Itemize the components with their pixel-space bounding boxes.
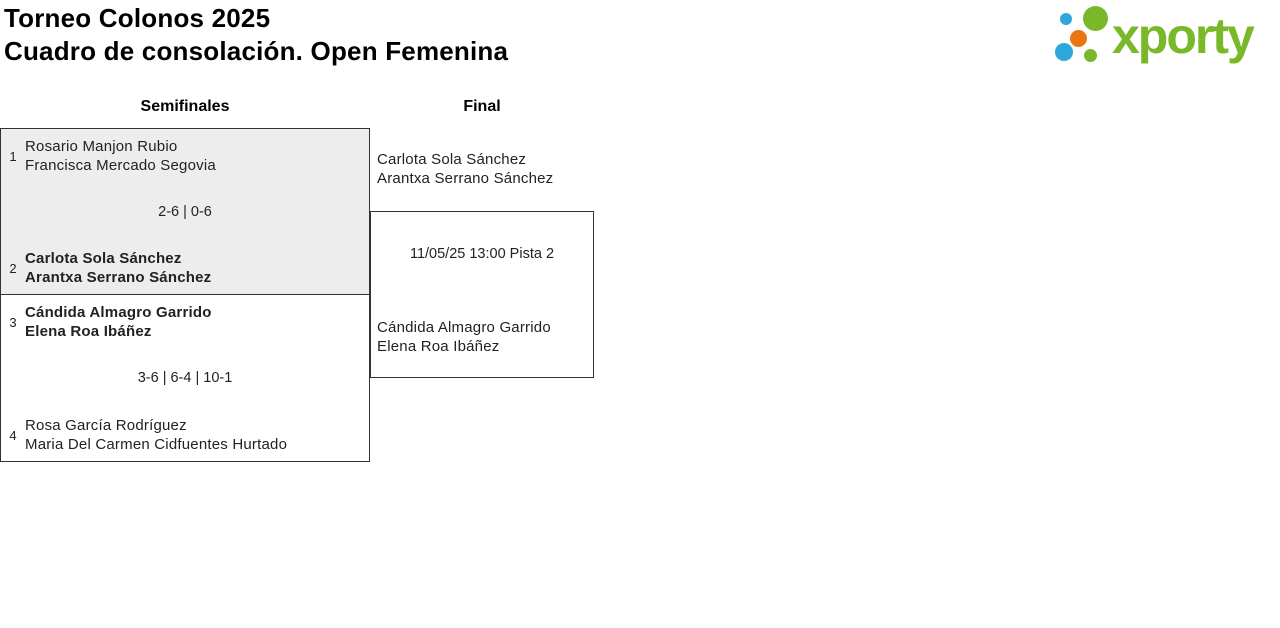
player-name: Francisca Mercado Segovia	[25, 157, 216, 174]
player-name: Cándida Almagro Garrido	[25, 304, 212, 321]
player-name: Rosa García Rodríguez	[25, 417, 187, 434]
column-header-semifinals: Semifinales	[140, 98, 230, 115]
team-players: Cándida Almagro Garrido Elena Roa Ibáñez	[25, 303, 212, 341]
seed-number: 2	[9, 260, 17, 276]
team-row-seed-3: 3 Cándida Almagro Garrido Elena Roa Ibáñ…	[1, 303, 369, 341]
final-team-bottom: Cándida Almagro Garrido Elena Roa Ibáñez	[377, 318, 551, 356]
player-name: Arantxa Serrano Sánchez	[25, 269, 212, 286]
match-box-semifinal-1: 1 Rosario Manjon Rubio Francisca Mercado…	[0, 128, 370, 295]
player-name: Rosario Manjon Rubio	[25, 138, 178, 155]
page-title: Torneo Colonos 2025 Cuadro de consolació…	[4, 2, 508, 68]
match-score: 3-6 | 6-4 | 10-1	[137, 370, 233, 386]
team-players: Carlota Sola Sánchez Arantxa Serrano Sán…	[25, 249, 211, 287]
seed-number: 3	[9, 314, 17, 330]
column-header-final: Final	[463, 98, 501, 115]
final-team-top: Carlota Sola Sánchez Arantxa Serrano Sán…	[377, 150, 553, 188]
logo-dot-blue-large-icon	[1055, 43, 1073, 61]
player-name: Maria Del Carmen Cidfuentes Hurtado	[25, 436, 288, 453]
team-players: Rosa García Rodríguez Maria Del Carmen C…	[25, 416, 287, 454]
match-score: 2-6 | 0-6	[158, 203, 212, 220]
player-name: Arantxa Serrano Sánchez	[377, 170, 554, 187]
match-box-final	[370, 211, 594, 378]
team-row-seed-4: 4 Rosa García Rodríguez Maria Del Carmen…	[1, 416, 369, 454]
player-name: Cándida Almagro Garrido	[377, 319, 551, 336]
seed-number: 4	[9, 427, 17, 443]
logo-dot-green-large-icon	[1083, 6, 1108, 31]
logo-wordmark: xporty	[1112, 8, 1255, 64]
xporty-logo: xporty	[1046, 4, 1276, 70]
logo-dots-icon	[1046, 4, 1112, 68]
seed-number: 1	[9, 148, 17, 164]
player-name: Elena Roa Ibáñez	[25, 323, 152, 340]
title-line-2: Cuadro de consolación. Open Femenina	[4, 36, 509, 66]
logo-dot-green-small-icon	[1084, 49, 1097, 62]
team-players: Rosario Manjon Rubio Francisca Mercado S…	[25, 137, 216, 175]
player-name: Carlota Sola Sánchez	[377, 151, 527, 168]
team-row-seed-2: 2 Carlota Sola Sánchez Arantxa Serrano S…	[1, 249, 369, 287]
team-row-seed-1: 1 Rosario Manjon Rubio Francisca Mercado…	[1, 137, 369, 175]
player-name: Elena Roa Ibáñez	[377, 338, 500, 355]
title-line-1: Torneo Colonos 2025	[4, 3, 271, 33]
final-schedule: 11/05/25 13:00 Pista 2	[409, 246, 555, 262]
match-box-semifinal-2: 3 Cándida Almagro Garrido Elena Roa Ibáñ…	[0, 294, 370, 462]
logo-dot-blue-small-icon	[1060, 13, 1072, 25]
player-name: Carlota Sola Sánchez	[25, 250, 182, 267]
logo-dot-orange-icon	[1070, 30, 1087, 47]
